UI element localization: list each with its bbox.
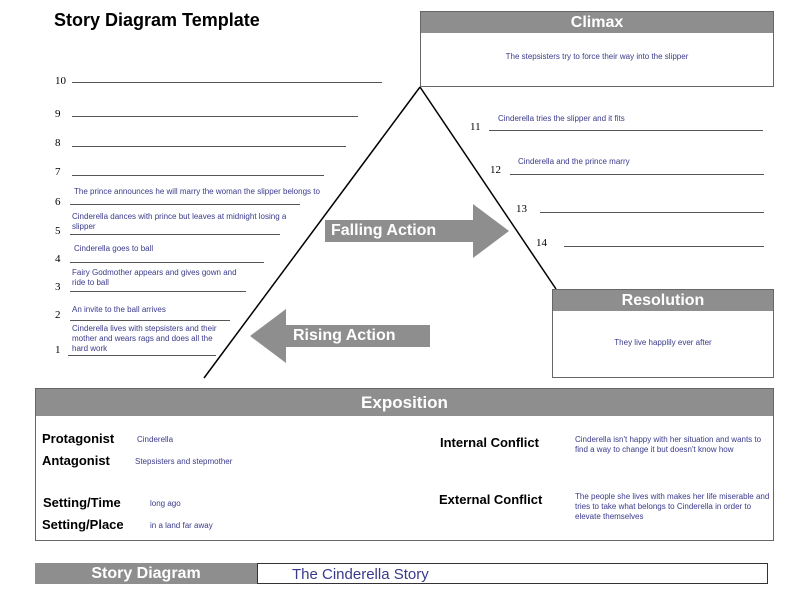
event-line: [72, 146, 346, 147]
event-number: 1: [55, 344, 61, 356]
falling-action-arrow: [325, 204, 509, 258]
rising-action-label: Rising Action: [293, 327, 396, 344]
exposition-header: Exposition: [36, 389, 773, 416]
climax-header: Climax: [421, 12, 773, 33]
event-number: 7: [55, 166, 61, 178]
protagonist-label: Protagonist: [42, 431, 115, 446]
event-line: [70, 262, 264, 263]
setting-time-value[interactable]: long ago: [150, 499, 181, 508]
protagonist-value[interactable]: Cinderella: [137, 435, 174, 444]
event-line: [70, 234, 280, 235]
event-number: 6: [55, 196, 61, 208]
climax-text[interactable]: The stepsisters try to force their way i…: [505, 52, 689, 61]
event-line: [70, 204, 300, 205]
antagonist-label: Antagonist: [42, 453, 110, 468]
event-line: [68, 355, 216, 356]
event-number: 2: [55, 309, 61, 321]
resolution-box: Resolution They live happlily ever after: [552, 289, 774, 378]
event-text[interactable]: Cinderella tries the slipper and it fits: [498, 114, 625, 123]
resolution-header: Resolution: [553, 290, 773, 311]
setting-place-label: Setting/Place: [42, 517, 124, 532]
event-text[interactable]: Cinderella goes to ball: [74, 244, 154, 253]
rising-action-arrow: [250, 309, 430, 363]
page-title: Story Diagram Template: [54, 10, 260, 30]
event-number: 9: [55, 108, 61, 120]
event-line: [540, 212, 764, 213]
internal-conflict-value[interactable]: Cinderella isn't happy with her situatio…: [575, 435, 762, 454]
setting-place-value[interactable]: in a land far away: [150, 521, 213, 530]
story-title-box[interactable]: The Cinderella Story: [257, 563, 768, 584]
event-line: [510, 174, 764, 175]
internal-conflict-label: Internal Conflict: [440, 435, 539, 450]
event-number: 11: [470, 121, 481, 133]
event-line: [70, 291, 246, 292]
event-number: 8: [55, 137, 61, 149]
event-number: 10: [55, 75, 66, 87]
story-title[interactable]: The Cinderella Story: [292, 566, 429, 583]
falling-action-label: Falling Action: [331, 222, 437, 239]
event-text[interactable]: An invite to the ball arrives: [72, 305, 166, 314]
event-text[interactable]: Cinderella and the prince marry: [518, 157, 630, 166]
story-diagram-label: Story Diagram: [35, 563, 257, 584]
event-text[interactable]: Cinderella dances with prince but leaves…: [72, 212, 287, 231]
event-number: 5: [55, 225, 61, 237]
event-number: 14: [536, 237, 547, 249]
rising-slope-line: [203, 86, 421, 379]
external-conflict-label: External Conflict: [439, 492, 543, 507]
event-text[interactable]: Cinderella lives with stepsisters and th…: [72, 324, 217, 353]
event-line: [564, 246, 764, 247]
event-number: 4: [55, 253, 61, 265]
event-text[interactable]: The prince announces he will marry the w…: [74, 187, 320, 196]
event-text[interactable]: Fairy Godmother appears and gives gown a…: [72, 268, 237, 287]
resolution-text[interactable]: They live happlily ever after: [614, 338, 712, 347]
falling-slope-line: [419, 86, 557, 290]
event-number: 3: [55, 281, 61, 293]
event-line: [72, 116, 358, 117]
event-line: [489, 130, 763, 131]
antagonist-value[interactable]: Stepsisters and stepmother: [135, 457, 233, 466]
event-number: 12: [490, 164, 501, 176]
climax-box: Climax The stepsisters try to force thei…: [420, 11, 774, 87]
event-line: [72, 175, 324, 176]
event-line: [70, 320, 230, 321]
event-number: 13: [516, 203, 527, 215]
exposition-box: Exposition: [35, 388, 774, 541]
external-conflict-value[interactable]: The people she lives with makes her life…: [575, 492, 770, 521]
event-line: [72, 82, 382, 83]
setting-time-label: Setting/Time: [43, 495, 121, 510]
